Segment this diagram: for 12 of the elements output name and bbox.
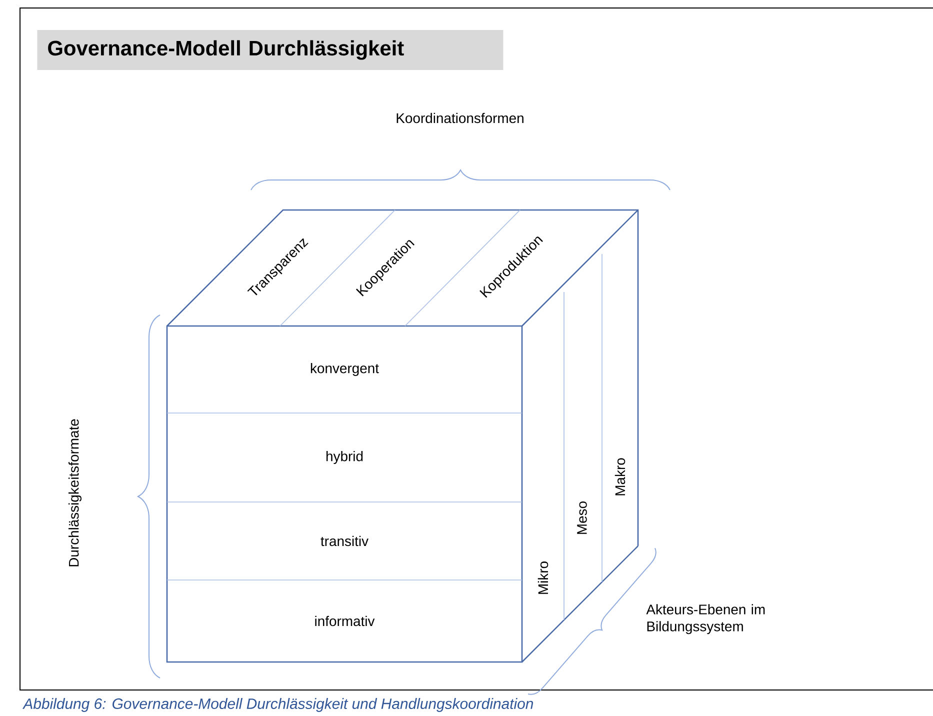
axis-label: Akteurs-Ebenen im Bildungssystem [646, 604, 765, 634]
row-cell: transitiv [320, 536, 368, 546]
side-label: Makro [614, 458, 626, 496]
title: Governance-Modell Durchlässigkeit [37, 30, 504, 70]
caption: Abbildung 6: Governance-Modell Durchlässigkeit und Handlungskoordination [22, 698, 534, 712]
side-label: Meso [577, 502, 587, 534]
row-cell: informativ [315, 616, 375, 626]
side-label: Mikro [538, 562, 548, 594]
axis-label: Durchlässigkeitsformate [68, 419, 82, 566]
row-cell: hybrid [326, 451, 363, 464]
row-cell: konvergent [310, 363, 379, 376]
axis-label: Koordinationsformen [396, 112, 524, 124]
